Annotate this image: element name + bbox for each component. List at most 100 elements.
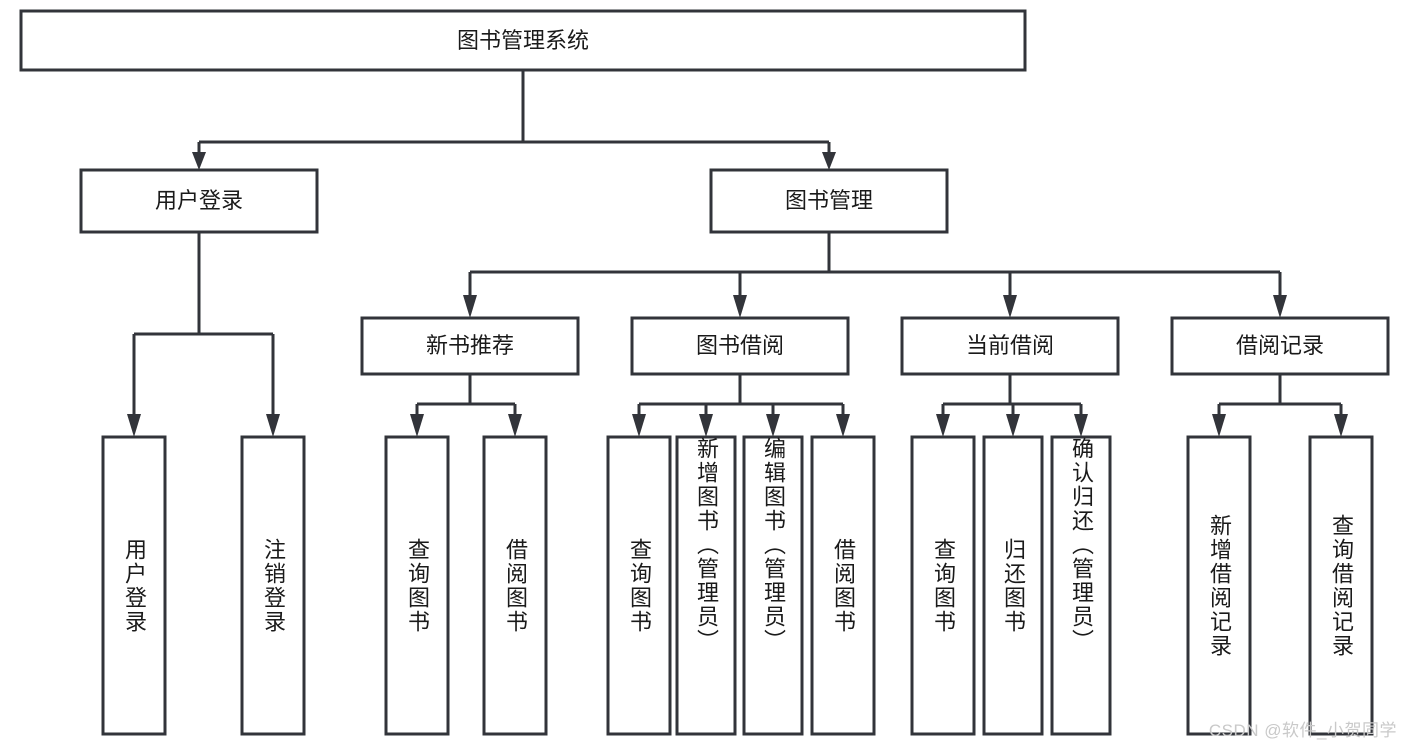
node-book-borrow[interactable]: 图书借阅 [630, 316, 850, 376]
node-leaf-add-book-admin-box[interactable] [675, 435, 737, 736]
connector-layer [127, 70, 1348, 437]
node-root-label: 图书管理系统 [457, 28, 589, 53]
node-borrow-record-label: 借阅记录 [1236, 333, 1324, 358]
arrow-head-icon [836, 414, 850, 437]
node-leaf-user-login[interactable]: 用户登录 [101, 435, 167, 736]
arrow-head-icon [1074, 414, 1088, 437]
node-leaf-return-book[interactable]: 归还图书 [982, 435, 1044, 736]
node-borrow-record[interactable]: 借阅记录 [1170, 316, 1390, 376]
connector-borrowrecord-to-leaves [1212, 374, 1348, 437]
node-leaf-add-borrow-record[interactable]: 新增借阅记录 [1186, 435, 1252, 736]
node-leaf-user-login-label: 用户登录 [122, 537, 147, 634]
arrow-head-icon [1334, 414, 1348, 437]
arrow-head-icon [1006, 414, 1020, 437]
node-leaf-return-book-label: 归还图书 [1001, 537, 1026, 634]
node-leaf-borrow-book-1-label: 借阅图书 [503, 537, 528, 634]
node-leaf-edit-book-admin-box[interactable] [742, 435, 804, 736]
node-book-management-label: 图书管理 [785, 188, 873, 213]
node-leaf-query-book-3[interactable]: 查询图书 [910, 435, 976, 736]
node-leaf-query-book-3-text-area: 查询图书 [931, 537, 956, 634]
node-leaf-edit-book-admin[interactable]: 编辑图书（管理员） [742, 435, 804, 736]
arrow-head-icon [1003, 295, 1017, 318]
node-new-book-recommend-label: 新书推荐 [426, 333, 514, 358]
arrow-head-icon [699, 414, 713, 437]
node-leaf-query-book-2-box[interactable] [606, 435, 672, 736]
arrow-head-icon [822, 152, 836, 170]
node-leaf-user-login-text-area: 用户登录 [122, 537, 147, 634]
node-new-book-recommend-box[interactable] [360, 316, 580, 376]
node-leaf-query-borrow-record-text-area: 查询借阅记录 [1329, 513, 1354, 658]
node-current-borrow-box[interactable] [900, 316, 1120, 376]
arrow-head-icon [632, 414, 646, 437]
arrow-head-icon [192, 152, 206, 170]
node-leaf-query-book-2-label: 查询图书 [627, 537, 652, 634]
node-leaf-query-book-1-box[interactable] [384, 435, 450, 736]
node-leaf-add-borrow-record-text-area: 新增借阅记录 [1207, 513, 1232, 658]
node-leaf-query-book-1[interactable]: 查询图书 [384, 435, 450, 736]
node-leaf-query-book-2[interactable]: 查询图书 [606, 435, 672, 736]
node-leaf-query-book-1-label: 查询图书 [405, 537, 430, 634]
node-leaf-logout-login-box[interactable] [240, 435, 306, 736]
node-leaf-borrow-book-2-box[interactable] [810, 435, 876, 736]
node-leaf-query-borrow-record-box[interactable] [1308, 435, 1374, 736]
arrow-head-icon [463, 295, 477, 318]
node-leaf-query-borrow-record-label: 查询借阅记录 [1329, 513, 1354, 658]
node-leaf-add-book-admin-label: 新增图书（管理员） [694, 437, 719, 653]
node-leaf-return-book-box[interactable] [982, 435, 1044, 736]
node-leaf-query-borrow-record[interactable]: 查询借阅记录 [1308, 435, 1374, 736]
connector-currentborrow-to-leaves [936, 374, 1088, 437]
node-leaf-query-book-3-label: 查询图书 [931, 537, 956, 634]
node-leaf-confirm-return-admin[interactable]: 确认归还（管理员） [1050, 435, 1112, 736]
arrow-head-icon [1212, 414, 1226, 437]
node-leaf-edit-book-admin-label: 编辑图书（管理员） [761, 437, 786, 653]
node-book-borrow-label: 图书借阅 [696, 333, 784, 358]
node-leaf-query-book-2-text-area: 查询图书 [627, 537, 652, 634]
arrow-head-icon [410, 414, 424, 437]
arrow-head-icon [936, 414, 950, 437]
node-user-login[interactable]: 用户登录 [79, 168, 319, 234]
node-leaf-borrow-book-1-text-area: 借阅图书 [503, 537, 528, 634]
arrow-head-icon [1273, 295, 1287, 318]
node-root-box[interactable] [19, 9, 1027, 72]
node-leaf-logout-login-label: 注销登录 [261, 537, 286, 634]
arrow-head-icon [733, 295, 747, 318]
leaf-nodes-layer: 用户登录 注销登录 查询图书 借阅图书 [101, 435, 1374, 736]
node-leaf-add-borrow-record-label: 新增借阅记录 [1207, 513, 1232, 658]
node-leaf-borrow-book-2[interactable]: 借阅图书 [810, 435, 876, 736]
node-leaf-confirm-return-admin-text-area: 确认归还（管理员） [1069, 437, 1094, 653]
node-leaf-borrow-book-1[interactable]: 借阅图书 [482, 435, 548, 736]
node-leaf-confirm-return-admin-label: 确认归还（管理员） [1069, 437, 1094, 653]
node-leaf-return-book-text-area: 归还图书 [1001, 537, 1026, 634]
node-leaf-add-book-admin[interactable]: 新增图书（管理员） [675, 435, 737, 736]
node-book-management-box[interactable] [709, 168, 949, 234]
arrow-head-icon [266, 414, 280, 437]
node-user-login-box[interactable] [79, 168, 319, 234]
connector-bookmgmt-to-level3 [463, 232, 1287, 318]
node-book-management[interactable]: 图书管理 [709, 168, 949, 234]
node-book-borrow-box[interactable] [630, 316, 850, 376]
node-borrow-record-box[interactable] [1170, 316, 1390, 376]
node-current-borrow-label: 当前借阅 [966, 333, 1054, 358]
node-new-book-recommend[interactable]: 新书推荐 [360, 316, 580, 376]
connector-newbook-to-leaves [410, 374, 522, 437]
node-root[interactable]: 图书管理系统 [19, 9, 1027, 72]
node-user-login-label: 用户登录 [155, 188, 243, 213]
node-leaf-borrow-book-2-text-area: 借阅图书 [831, 537, 856, 634]
node-leaf-add-book-admin-text-area: 新增图书（管理员） [694, 437, 719, 653]
connector-userlogin-to-leaves [127, 232, 280, 437]
node-leaf-user-login-box[interactable] [101, 435, 167, 736]
node-leaf-confirm-return-admin-box[interactable] [1050, 435, 1112, 736]
node-current-borrow[interactable]: 当前借阅 [900, 316, 1120, 376]
arrow-head-icon [508, 414, 522, 437]
node-leaf-borrow-book-2-label: 借阅图书 [831, 537, 856, 634]
node-leaf-logout-login[interactable]: 注销登录 [240, 435, 306, 736]
node-leaf-query-book-3-box[interactable] [910, 435, 976, 736]
arrow-head-icon [766, 414, 780, 437]
connector-root-to-level2 [192, 70, 836, 170]
node-leaf-borrow-book-1-box[interactable] [482, 435, 548, 736]
node-leaf-edit-book-admin-text-area: 编辑图书（管理员） [761, 437, 786, 653]
node-leaf-query-book-1-text-area: 查询图书 [405, 537, 430, 634]
node-leaf-add-borrow-record-box[interactable] [1186, 435, 1252, 736]
node-leaf-logout-login-text-area: 注销登录 [261, 537, 286, 634]
